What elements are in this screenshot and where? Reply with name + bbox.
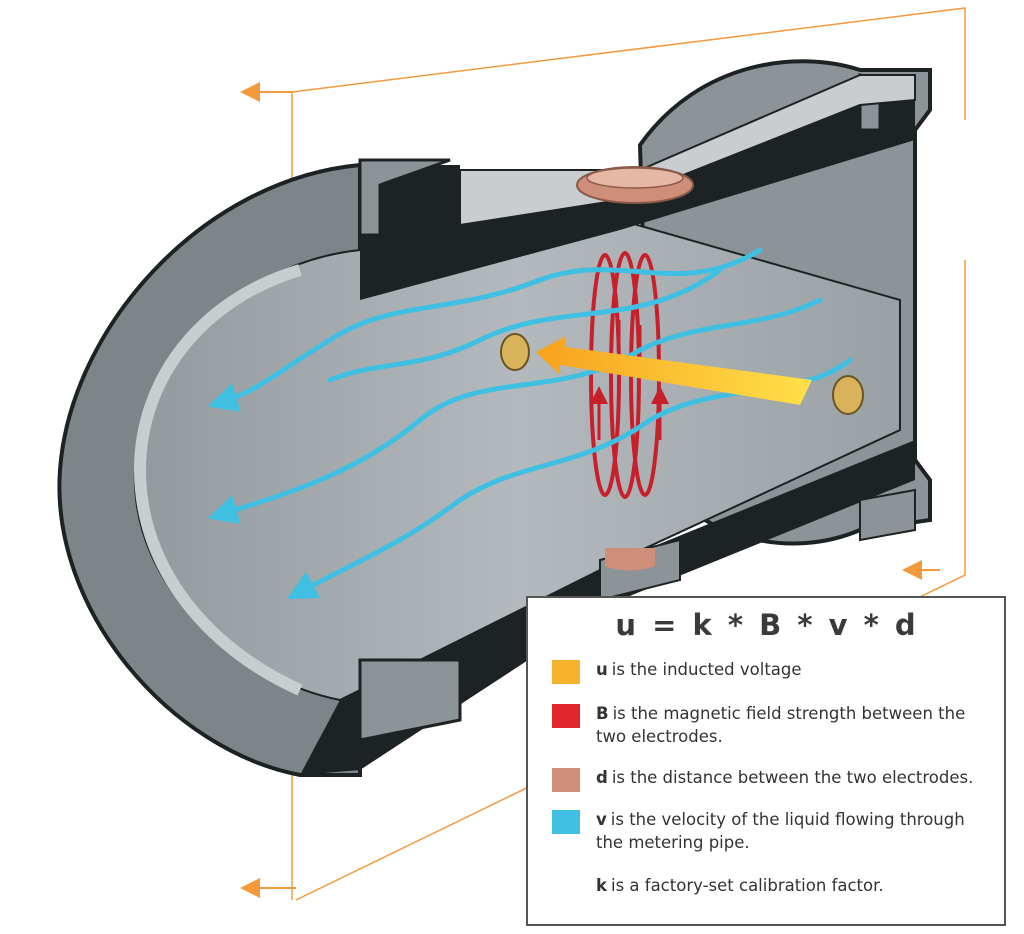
electrodes bbox=[500, 333, 864, 415]
legend-text: is the magnetic field strength between t… bbox=[596, 704, 966, 746]
legend-symbol: B bbox=[596, 704, 609, 723]
legend-symbol: d bbox=[596, 768, 608, 787]
distance-marker bbox=[576, 166, 694, 571]
voltage-swatch bbox=[552, 660, 580, 684]
distance-swatch bbox=[552, 768, 580, 792]
legend-text: is the velocity of the liquid flowing th… bbox=[596, 810, 965, 852]
legend-text: is the inducted voltage bbox=[611, 660, 802, 679]
legend-text: is the distance between the two electrod… bbox=[611, 768, 974, 787]
magnetic-field-swatch bbox=[552, 704, 580, 728]
velocity-swatch bbox=[552, 810, 580, 834]
legend-symbol: k bbox=[596, 876, 607, 895]
induced-voltage-arrow bbox=[536, 336, 812, 405]
legend-symbol: v bbox=[596, 810, 607, 829]
legend-symbol: u bbox=[596, 660, 608, 679]
formula-title: u = k * B * v * d bbox=[615, 608, 917, 642]
legend-text: is a factory-set calibration factor. bbox=[610, 876, 884, 895]
